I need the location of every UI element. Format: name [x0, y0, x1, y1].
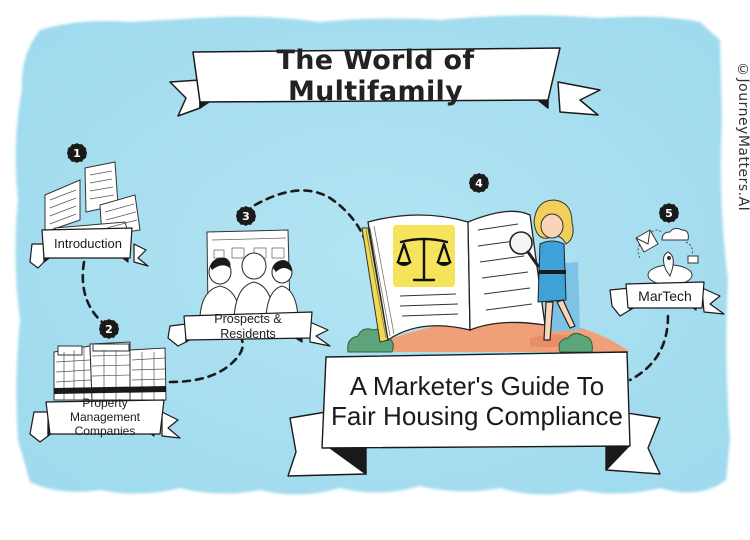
node-label-prospects-residents[interactable]: Prospects & Residents — [214, 312, 282, 341]
step-badge-5: 5 — [658, 202, 680, 224]
connector-1-2 — [81, 260, 104, 324]
main-title[interactable]: A Marketer's Guide To Fair Housing Compl… — [326, 360, 628, 444]
step-badge-2: 2 — [98, 318, 120, 340]
label-line-1: Property Management — [69, 396, 141, 425]
main-title-line-2: Fair Housing Compliance — [331, 401, 623, 431]
connector-3-4 — [253, 189, 367, 242]
label-line-2: Companies — [74, 423, 136, 438]
connector-2-3 — [168, 338, 244, 384]
main-title-line-1: A Marketer's Guide To — [349, 371, 605, 402]
node-label-property-management[interactable]: Property Management Companies — [48, 397, 162, 438]
step-badge-4: 4 — [468, 172, 490, 194]
node-label-martech[interactable]: MarTech — [638, 287, 692, 304]
copyright-text: ©JourneyMatters.AI — [735, 62, 750, 212]
node-label-introduction[interactable]: Introduction — [54, 235, 122, 251]
connector-4-5 — [628, 314, 670, 382]
step-badge-3: 3 — [235, 205, 257, 227]
step-badge-1: 1 — [66, 142, 88, 164]
